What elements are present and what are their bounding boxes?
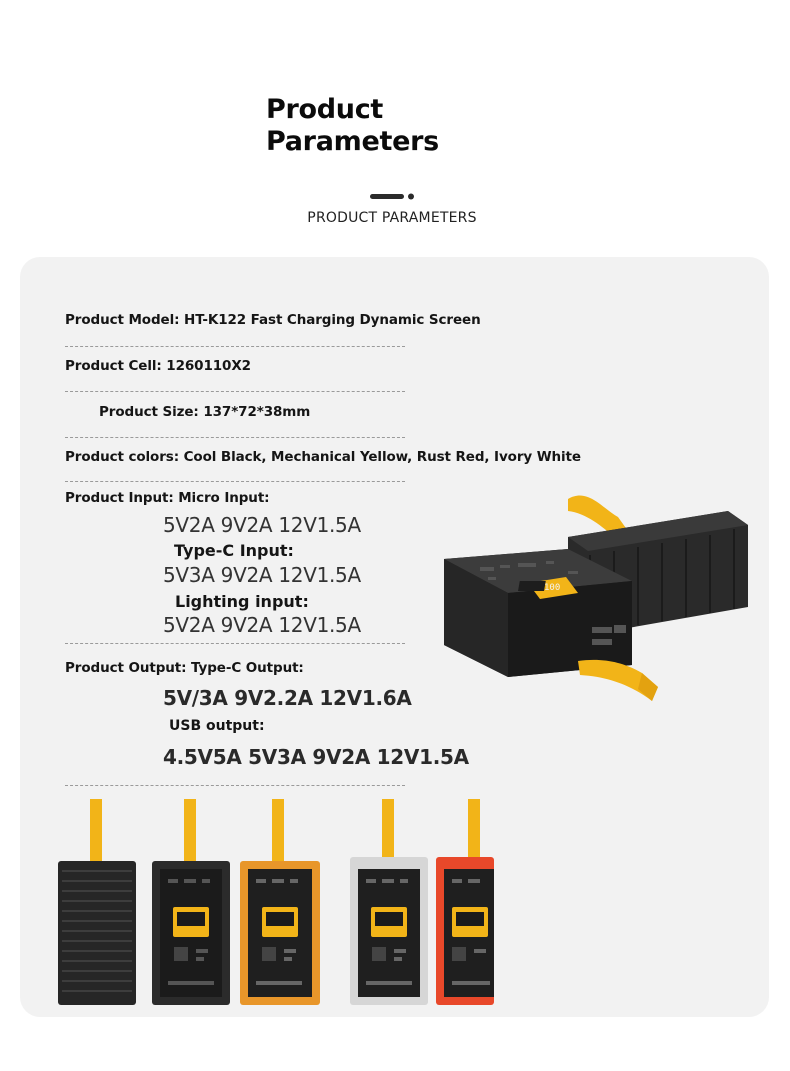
lighting-input-values: 5V2A 9V2A 12V1.5A <box>163 613 361 637</box>
divider <box>65 481 405 482</box>
product-cell: Product Cell: 1260110X2 <box>65 358 251 374</box>
page-title-line2: Parameters <box>266 126 439 157</box>
parameters-card: Product Model: HT-K122 Fast Charging Dyn… <box>20 257 769 1017</box>
product-size: Product Size: 137*72*38mm <box>99 404 311 420</box>
variant-black-front <box>152 799 230 1005</box>
product-model: Product Model: HT-K122 Fast Charging Dyn… <box>65 312 481 328</box>
typec-input-values: 5V3A 9V2A 12V1.5A <box>163 563 361 587</box>
display-readout: 100 <box>544 583 560 593</box>
divider <box>65 437 405 438</box>
variant-red <box>436 799 494 1005</box>
variant-silver <box>350 799 428 1005</box>
variant-orange <box>240 799 320 1005</box>
typec-input-label: Type-C Input: <box>174 541 294 560</box>
usb-output-label: USB output: <box>169 718 265 734</box>
variant-black-back <box>58 799 136 1005</box>
lighting-input-label: Lighting input: <box>175 592 309 611</box>
micro-input-values: 5V2A 9V2A 12V1.5A <box>163 513 361 537</box>
divider <box>65 785 405 786</box>
usb-output-values: 4.5V5A 5V3A 9V2A 12V1.5A <box>163 745 469 769</box>
divider <box>65 391 405 392</box>
title-underline-mark <box>370 193 414 200</box>
color-variants-lineup <box>58 799 494 1005</box>
product-colors: Product colors: Cool Black, Mechanical Y… <box>65 449 581 465</box>
typec-output-values: 5V/3A 9V2.2A 12V1.6A <box>163 686 412 710</box>
page-title: Product Parameters <box>266 94 439 158</box>
divider <box>65 643 405 644</box>
product-input-label: Product Input: Micro Input: <box>65 490 270 506</box>
power-bank-product-image: 100 <box>444 495 748 701</box>
product-output-label: Product Output: Type-C Output: <box>65 660 304 676</box>
page-title-line1: Product <box>266 94 384 125</box>
divider <box>65 346 405 347</box>
page-subtitle: PRODUCT PARAMETERS <box>307 210 477 226</box>
